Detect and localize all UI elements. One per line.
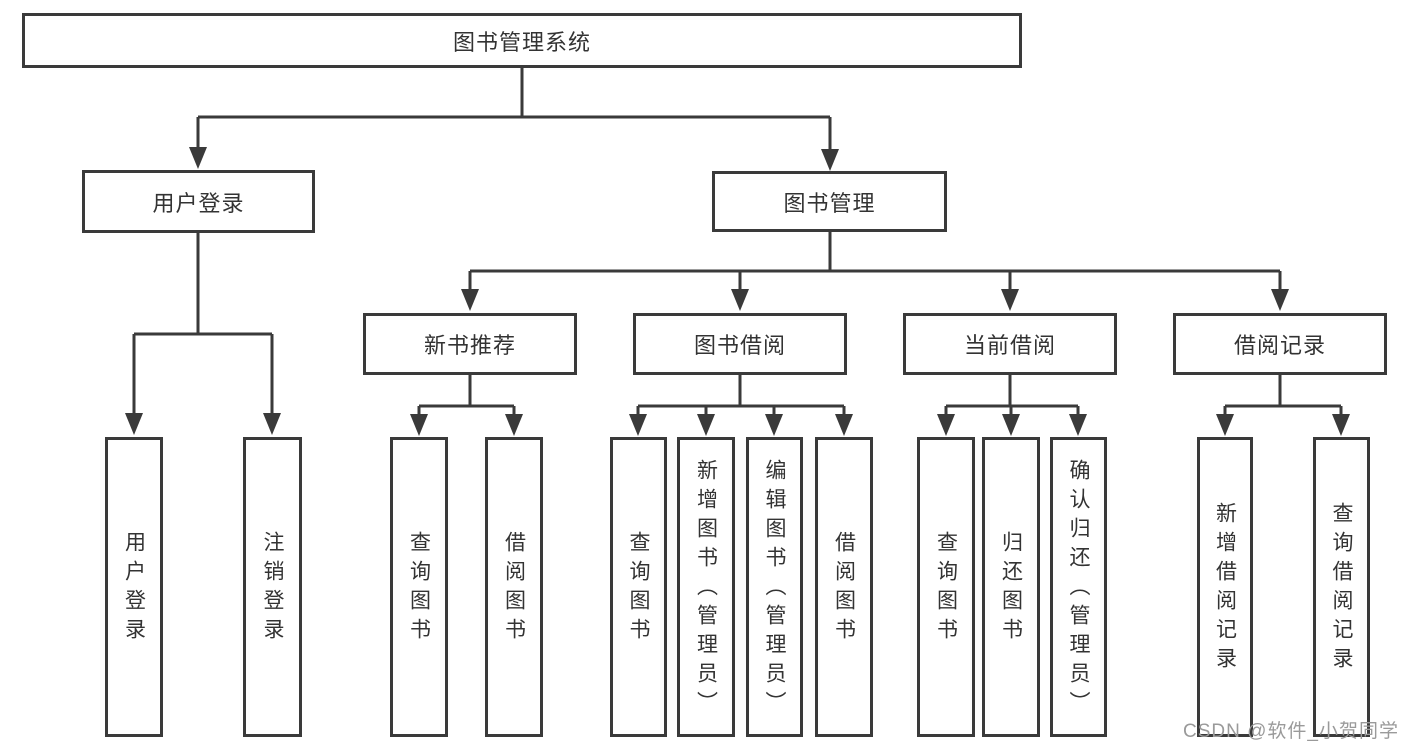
leaf-currentborrow-confirm-return-admin: 确认归还（管理员） <box>1050 437 1107 737</box>
leaf-currentborrow-query-book: 查询图书 <box>917 437 975 737</box>
arrowheads-newbooks-leaves <box>410 414 523 436</box>
connector-userlogin-leaves <box>132 233 274 414</box>
node-book-borrow: 图书借阅 <box>633 313 847 375</box>
node-user-login: 用户登录 <box>82 170 315 233</box>
arrowheads-level2 <box>461 289 1289 311</box>
arrowheads-bookborrow-leaves <box>629 414 853 436</box>
node-book-management: 图书管理 <box>712 171 947 232</box>
node-library-management-system: 图书管理系统 <box>22 13 1022 68</box>
arrowheads-borrowrecords-leaves <box>1216 414 1350 436</box>
node-new-book-recommend: 新书推荐 <box>363 313 577 375</box>
leaf-bookborrow-borrow-book: 借阅图书 <box>815 437 873 737</box>
connector-currentborrow-leaves <box>944 375 1080 415</box>
watermark: CSDN @软件_小贺同学 <box>1183 721 1399 742</box>
connector-bookborrow-leaves <box>636 375 846 415</box>
leaf-bookborrow-query-book: 查询图书 <box>610 437 667 737</box>
leaf-newbooks-query-book: 查询图书 <box>390 437 448 737</box>
arrowheads-currentborrow-leaves <box>937 414 1087 436</box>
node-current-borrow: 当前借阅 <box>903 313 1117 375</box>
leaf-bookborrow-edit-book-admin: 编辑图书（管理员） <box>746 437 803 737</box>
arrowheads-level1 <box>189 147 839 171</box>
node-borrow-records: 借阅记录 <box>1173 313 1387 375</box>
connector-newbooks-leaves <box>417 375 516 415</box>
leaf-records-query-borrow-record: 查询借阅记录 <box>1313 437 1370 737</box>
leaf-newbooks-borrow-book: 借阅图书 <box>485 437 543 737</box>
arrowheads-userlogin-leaves <box>125 413 281 435</box>
leaf-currentborrow-return-book: 归还图书 <box>982 437 1040 737</box>
leaf-logout: 注销登录 <box>243 437 302 737</box>
leaf-records-add-borrow-record: 新增借阅记录 <box>1197 437 1253 737</box>
connector-bookmgmt-to-level2 <box>468 232 1282 290</box>
connector-root-to-level1 <box>196 68 832 150</box>
leaf-bookborrow-add-book-admin: 新增图书（管理员） <box>677 437 735 737</box>
leaf-user-login: 用户登录 <box>105 437 163 737</box>
connector-borrowrecords-leaves <box>1223 375 1343 415</box>
